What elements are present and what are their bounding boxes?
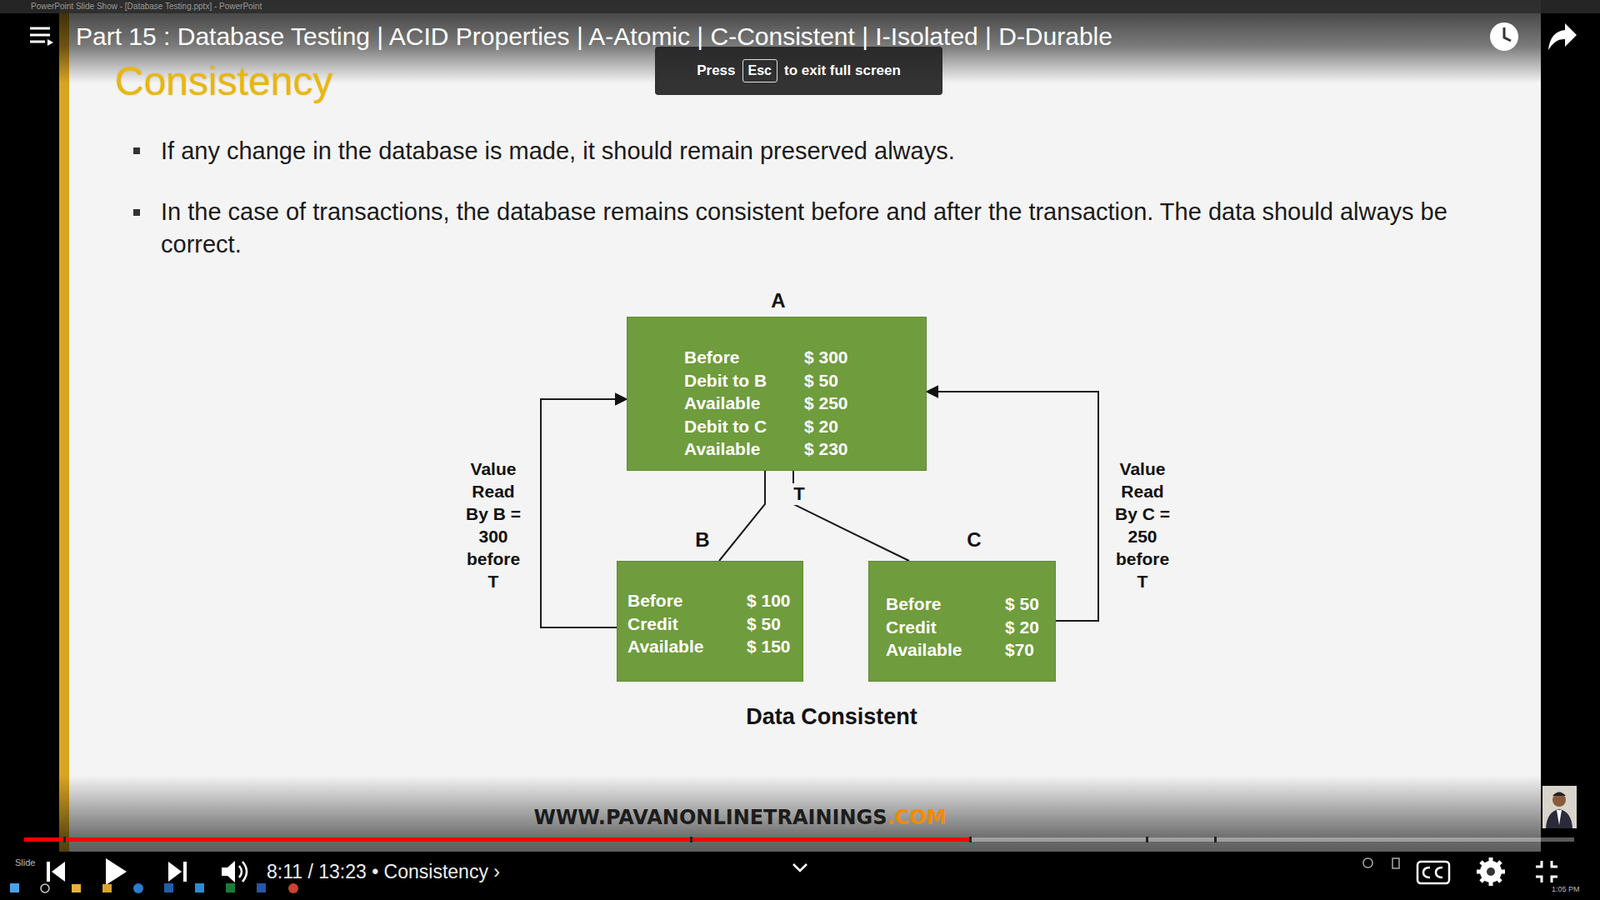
- row-label: Available: [885, 638, 1005, 662]
- watermark: WWW.PAVANONLINETRAININGS.COM: [473, 805, 1007, 830]
- row-label: Debit to B: [684, 369, 805, 393]
- value-table: Before$ 50Credit$ 20Available$70: [885, 592, 1040, 662]
- transaction-line: [719, 470, 765, 561]
- row-value: $ 50: [804, 369, 849, 393]
- slide-heading: Consistency: [115, 58, 333, 105]
- row-value: $70: [1005, 638, 1040, 662]
- value-table: Before$ 100Credit$ 50Available$ 150: [627, 589, 791, 659]
- progress-bar: [24, 836, 1575, 843]
- fullscreen-toast: Press Esc to exit full screen: [655, 46, 943, 95]
- transaction-line: [793, 470, 910, 561]
- bullet-text: In the case of transactions, the databas…: [160, 195, 1515, 261]
- row-label: Debit to C: [684, 415, 805, 439]
- account-box: ABefore$ 300Debit to B$ 50Available$ 250…: [626, 316, 927, 471]
- presenter-thumbnail: [1542, 785, 1577, 829]
- bottom-shade: [0, 775, 1600, 900]
- clock-icon: [1490, 22, 1519, 51]
- watermark-text: WWW.PAVANONLINETRAININGS: [533, 805, 887, 830]
- read-arrow: [540, 399, 627, 628]
- edge-label: Value Read By B = 300 before T: [460, 457, 527, 593]
- account-box: CBefore$ 50Credit$ 20Available$70: [868, 560, 1056, 682]
- value-table: Before$ 300Debit to B$ 50Available$ 250D…: [684, 345, 849, 461]
- row-value: $ 100: [746, 589, 791, 613]
- video-title: Part 15 : Database Testing | ACID Proper…: [75, 22, 1113, 51]
- row-label: Before: [885, 592, 1005, 616]
- row-label: Before: [627, 589, 747, 613]
- diagram-caption: Data Consistent: [665, 703, 999, 730]
- transaction-label: T: [790, 483, 808, 505]
- row-label: Available: [684, 391, 805, 415]
- row-value: $ 300: [804, 345, 849, 370]
- row-value: $ 50: [1005, 592, 1040, 616]
- taskbar-icons: [10, 883, 299, 894]
- bullet-square: [133, 147, 140, 155]
- row-value: $ 150: [746, 635, 791, 659]
- clock-text: 1:05 PM: [1551, 885, 1580, 895]
- slide-accent-bar: [59, 0, 70, 852]
- edge-label: Value Read By C = 250 before T: [1109, 457, 1176, 593]
- key-cap: Esc: [742, 59, 778, 83]
- row-label: Credit: [885, 615, 1005, 640]
- row-label: Available: [627, 635, 747, 659]
- watermark-text: .COM: [887, 805, 947, 830]
- toast-text: Press: [696, 62, 735, 80]
- row-label: Before: [684, 345, 805, 370]
- status-text: Slide: [15, 857, 35, 869]
- bullet-square: [133, 209, 140, 216]
- row-value: $ 50: [746, 612, 791, 636]
- row-value: $ 250: [804, 391, 849, 415]
- menu-icon: [30, 28, 54, 46]
- slide-ground: [59, 0, 1541, 852]
- time-display: 8:11 / 13:23 • Consistency ›: [266, 860, 500, 884]
- box-heading: B: [677, 528, 728, 552]
- row-value: $ 20: [804, 415, 849, 439]
- player-controls: [46, 857, 1558, 886]
- bullet-text: If any change in the database is made, i…: [160, 134, 1528, 168]
- window-title: PowerPoint Slide Show - [Database Testin…: [30, 1, 262, 12]
- account-box: BBefore$ 100Credit$ 50Available$ 150: [616, 560, 804, 682]
- share-icon: [1548, 23, 1577, 50]
- row-label: Credit: [627, 612, 747, 636]
- box-heading: A: [753, 289, 804, 313]
- window-strip: [0, 0, 1600, 14]
- row-value: $ 20: [1005, 615, 1040, 640]
- row-label: Available: [684, 437, 805, 461]
- toast-text: to exit full screen: [784, 62, 901, 80]
- box-heading: C: [949, 528, 1000, 552]
- row-value: $ 230: [804, 437, 849, 461]
